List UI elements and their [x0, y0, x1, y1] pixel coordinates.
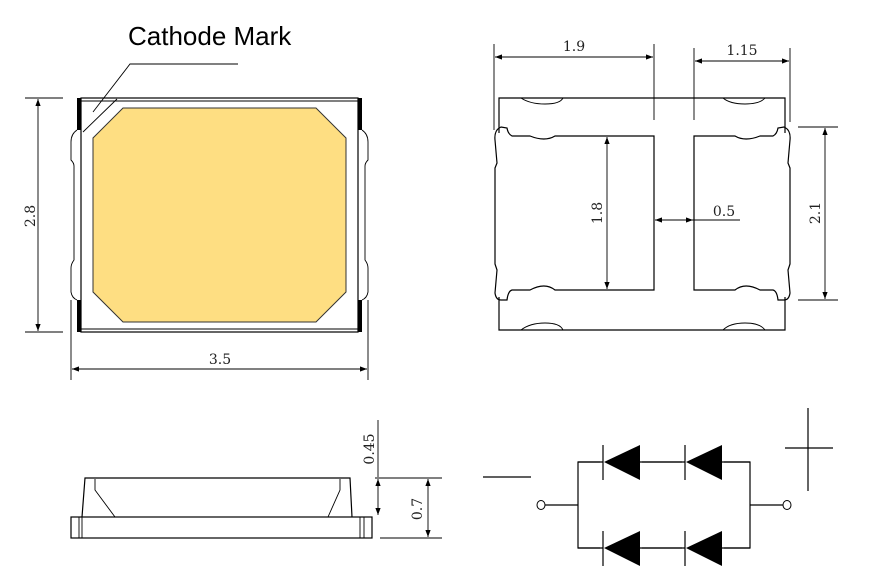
diode-icon	[682, 531, 724, 566]
left-bottom-pad	[77, 300, 81, 332]
height-dimension-label: 2.8	[23, 205, 39, 227]
cathode-leader-line	[92, 63, 238, 113]
right-top-pad	[358, 98, 362, 130]
emitter-area	[92, 107, 347, 323]
diode-icon	[682, 445, 724, 480]
right-pad	[693, 126, 791, 301]
pad-gap-label: 0.5	[713, 204, 735, 220]
width-dimension-label: 3.5	[209, 352, 231, 368]
left-pad	[494, 126, 655, 301]
diode-icon	[600, 445, 642, 480]
diode-icon	[600, 531, 642, 566]
pad-left-width-label: 1.9	[563, 39, 585, 55]
anode-terminal	[782, 500, 792, 510]
top-view: Cathode Mark 2.8 3.5	[23, 21, 369, 380]
pad-height-label: 1.8	[590, 202, 606, 224]
cathode-mark	[82, 98, 118, 133]
right-bottom-pad	[358, 300, 362, 332]
side-view: 0.45 0.7	[70, 420, 442, 539]
side-base	[70, 516, 373, 539]
cathode-mark-label: Cathode Mark	[128, 21, 292, 51]
lens-height-label: 0.45	[362, 433, 378, 464]
left-top-pad	[77, 98, 81, 130]
pad-right-width-label: 1.15	[726, 43, 757, 59]
package-body	[80, 97, 359, 333]
pad-view: 1.9 1.15 1.8 0.5 2.1	[493, 39, 838, 331]
cathode-terminal	[536, 500, 546, 510]
circuit-diagram	[483, 408, 833, 566]
total-height-label: 0.7	[410, 498, 426, 520]
pad-outer-height-label: 2.1	[808, 202, 824, 224]
